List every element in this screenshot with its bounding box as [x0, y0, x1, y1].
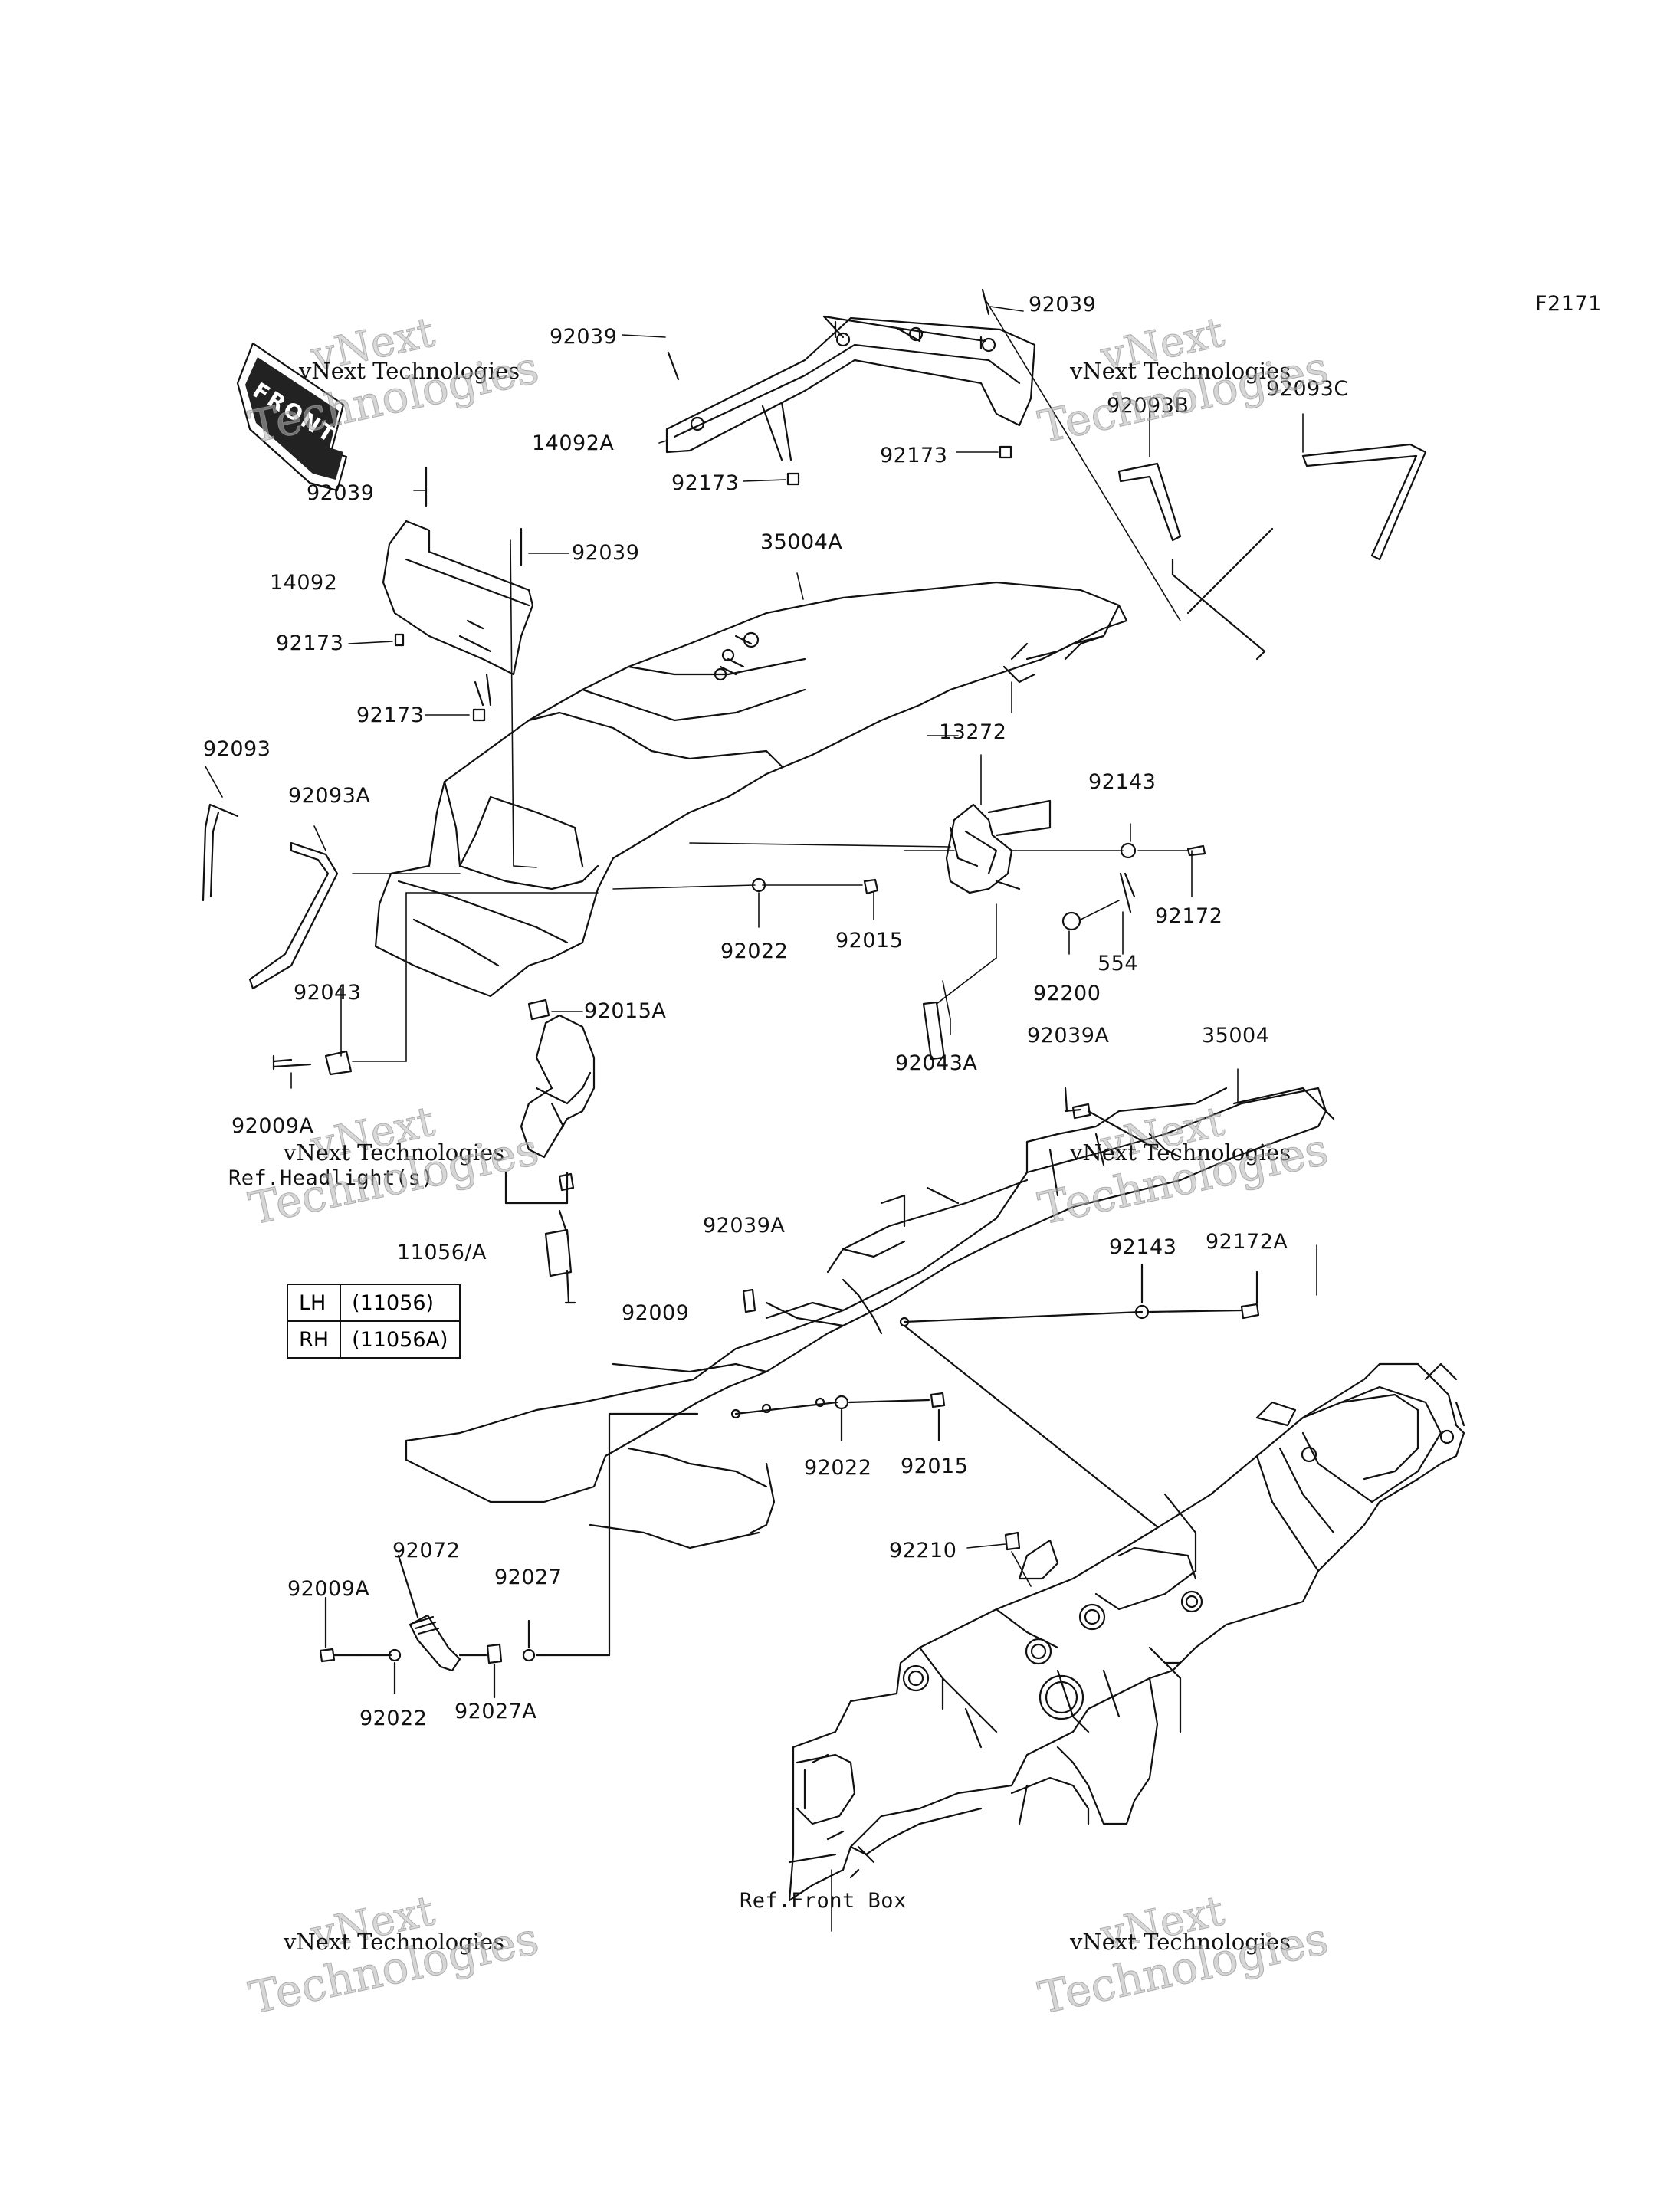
- ref-front-box[interactable]: Ref.Front Box: [740, 1889, 907, 1913]
- part-label-92173[interactable]: 92173: [276, 631, 344, 655]
- bracket-13272: [945, 799, 1052, 894]
- cowl-35004A: [374, 581, 1128, 998]
- part-label-554[interactable]: 554: [1098, 952, 1139, 976]
- leader-lines-upper: [205, 298, 1304, 1089]
- part-label-92015[interactable]: 92015: [901, 1454, 969, 1478]
- part-label-92173[interactable]: 92173: [880, 444, 948, 467]
- trim-92093: [202, 803, 239, 902]
- part-label-92093A[interactable]: 92093A: [288, 784, 371, 808]
- part-label-11056A[interactable]: 11056/A: [397, 1241, 487, 1264]
- washer-92200: [1061, 911, 1081, 931]
- part-label-92039[interactable]: 92039: [1029, 293, 1097, 316]
- fasteners-lower: [543, 1087, 1260, 1657]
- table-row: LH (11056): [286, 1284, 461, 1322]
- part-label-92027[interactable]: 92027: [494, 1566, 563, 1589]
- part-label-92022[interactable]: 92022: [720, 939, 789, 963]
- part-cell: (11056): [340, 1284, 461, 1322]
- part-label-92200[interactable]: 92200: [1033, 982, 1101, 1005]
- part-label-92039[interactable]: 92039: [307, 481, 375, 505]
- bottom-fasteners: [319, 1554, 546, 1699]
- clip-92173-b: [999, 445, 1012, 459]
- front-arrow-icon: [236, 342, 348, 492]
- part-label-14092[interactable]: 14092: [270, 571, 338, 595]
- part-label-92027A[interactable]: 92027A: [454, 1700, 537, 1723]
- bolt-92043A: [922, 1001, 946, 1061]
- part-label-92022[interactable]: 92022: [359, 1707, 428, 1730]
- part-label-92039[interactable]: 92039: [550, 325, 618, 349]
- pins-92039: [425, 288, 990, 567]
- part-label-92015A[interactable]: 92015A: [584, 999, 667, 1023]
- part-label-92093[interactable]: 92093: [203, 737, 271, 761]
- part-label-35004[interactable]: 35004: [1202, 1024, 1270, 1048]
- part-label-92039A[interactable]: 92039A: [703, 1214, 786, 1238]
- watermark-line: vNext Technologies: [1070, 358, 1291, 384]
- table-row: RH (11056A): [286, 1320, 461, 1359]
- clip-92173-a: [786, 472, 800, 486]
- part-label-92172A[interactable]: 92172A: [1206, 1230, 1288, 1254]
- watermark-line: vNext Technologies: [299, 358, 520, 384]
- figure-code: F2171: [1535, 292, 1602, 316]
- headlight-bracket: [504, 1014, 596, 1304]
- side-cell: LH: [286, 1284, 342, 1322]
- part-label-92172[interactable]: 92172: [1155, 904, 1223, 928]
- nut-92015-a: [863, 878, 879, 895]
- clip-554: [1119, 872, 1136, 913]
- part-label-92093C[interactable]: 92093C: [1266, 377, 1349, 401]
- part-label-92093B[interactable]: 92093B: [1107, 394, 1189, 418]
- part-label-92022[interactable]: 92022: [804, 1456, 872, 1480]
- watermark-line: vNext Technologies: [284, 1929, 505, 1955]
- part-label-92039[interactable]: 92039: [572, 541, 640, 565]
- part-label-92210[interactable]: 92210: [889, 1539, 957, 1562]
- front-box: [788, 1362, 1465, 1902]
- bolt-92009A-a: [272, 1054, 312, 1071]
- grommet-92043: [324, 1050, 353, 1076]
- clip-92210: [1004, 1531, 1021, 1551]
- part-label-92009[interactable]: 92009: [622, 1301, 690, 1325]
- part-label-92043A[interactable]: 92043A: [895, 1051, 978, 1075]
- side-table: LH (11056) RH (11056A): [286, 1284, 461, 1359]
- side-cell: RH: [286, 1320, 342, 1359]
- cowl-35004: [405, 1087, 1335, 1549]
- clip-92173-d: [472, 708, 486, 722]
- part-label-13272[interactable]: 13272: [939, 720, 1007, 744]
- part-label-92143[interactable]: 92143: [1088, 770, 1157, 794]
- part-label-92015[interactable]: 92015: [835, 929, 904, 953]
- part-cell: (11056A): [340, 1320, 461, 1359]
- bolt-92172: [1186, 844, 1206, 857]
- trim-92093B: [1117, 462, 1182, 542]
- clip-92173-c: [394, 633, 405, 647]
- part-label-14092A[interactable]: 14092A: [532, 431, 615, 455]
- ref-headlights[interactable]: Ref.Headlight(s): [228, 1166, 435, 1190]
- watermark-line: vNext Technologies: [1070, 1929, 1291, 1955]
- part-label-35004A[interactable]: 35004A: [760, 530, 843, 554]
- garnish-14092: [382, 520, 534, 707]
- part-label-92143[interactable]: 92143: [1109, 1235, 1177, 1259]
- part-label-92173[interactable]: 92173: [356, 703, 425, 727]
- trim-92093C: [1301, 443, 1427, 561]
- trim-92093A: [248, 841, 339, 990]
- cover-11056: [544, 1228, 573, 1277]
- garnish-14092A: [665, 315, 1036, 461]
- part-label-92039A[interactable]: 92039A: [1027, 1024, 1110, 1048]
- screw-92009: [564, 1269, 576, 1304]
- part-label-92173[interactable]: 92173: [671, 471, 740, 495]
- part-label-92072[interactable]: 92072: [392, 1539, 461, 1562]
- part-label-92009A[interactable]: 92009A: [231, 1114, 314, 1138]
- part-label-92009A[interactable]: 92009A: [287, 1577, 370, 1601]
- watermark-line: vNext Technologies: [284, 1139, 505, 1166]
- watermark-line: vNext Technologies: [1070, 1139, 1291, 1166]
- part-label-92043[interactable]: 92043: [294, 981, 362, 1005]
- nut-92015A: [527, 998, 550, 1021]
